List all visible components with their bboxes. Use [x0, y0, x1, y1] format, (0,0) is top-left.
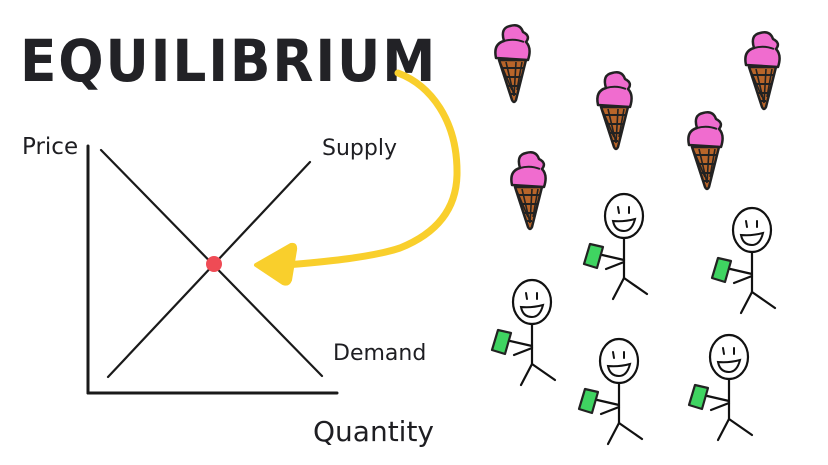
stick-figure-with-money — [490, 278, 557, 387]
x-axis-label: Quantity — [313, 415, 434, 448]
supply-label: Supply — [322, 136, 397, 161]
arrow-icon — [254, 69, 461, 286]
stick-figure-with-money — [582, 192, 649, 301]
stick-figure-with-money — [687, 333, 754, 442]
title: EQUILIBRIUM — [20, 27, 438, 95]
stick-figure-with-money — [710, 206, 777, 315]
equilibrium-point — [206, 256, 222, 272]
y-axis-label: Price — [22, 134, 79, 160]
axes — [86, 144, 339, 395]
demand-label: Demand — [333, 341, 427, 366]
stick-figure-with-money — [577, 337, 644, 446]
